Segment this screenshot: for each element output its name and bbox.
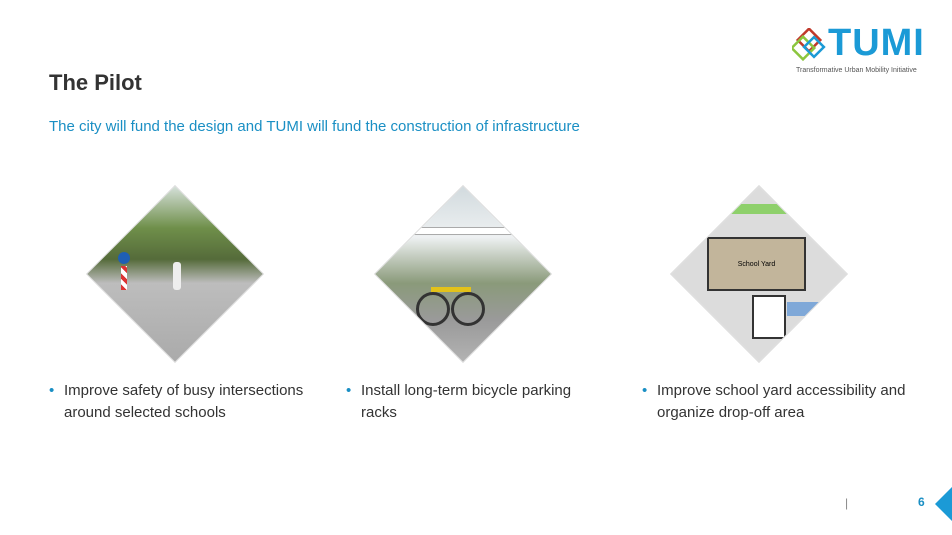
bullet-text: Install long-term bicycle parking racks	[361, 382, 572, 421]
bullet-item: •Install long-term bicycle parking racks	[346, 382, 572, 421]
bicycle-parking-image	[373, 184, 553, 364]
logo-tagline: Transformative Urban Mobility Initiative	[796, 67, 917, 74]
logo-wordmark: TUMI	[828, 22, 925, 64]
tumi-logo: TUMI Transformative Urban Mobility Initi…	[792, 22, 932, 78]
tumi-logo-icon	[792, 28, 826, 62]
footer-separator: |	[845, 496, 849, 510]
triangle-marker-icon	[935, 487, 952, 521]
page-number: 6	[918, 495, 925, 509]
subtitle: The city will fund the design and TUMI w…	[49, 118, 580, 135]
street-crossing-image	[85, 184, 265, 364]
page-title: The Pilot	[49, 70, 142, 95]
school-yard-diagram: School Yard	[669, 184, 849, 364]
bullet-item: •Improve safety of busy intersections ar…	[49, 382, 304, 421]
school-yard-label: School Yard	[707, 237, 806, 291]
bullet-text: Improve school yard accessibility and or…	[657, 382, 906, 421]
bullet-text: Improve safety of busy intersections aro…	[64, 382, 304, 421]
bullet-item: •Improve school yard accessibility and o…	[642, 382, 906, 421]
